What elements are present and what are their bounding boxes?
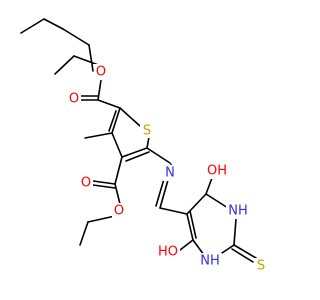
bond-c2-c3-double (108, 110, 117, 132)
bond-c5-c6 (186, 213, 194, 241)
bond-c5-c6-double (189, 210, 197, 239)
atom-o-bottom-carbonyl: O (81, 176, 91, 191)
bond-ch-c5pyr (159, 207, 188, 215)
bond-n3-c2 (233, 218, 237, 246)
bond-c4-c5-double (125, 151, 150, 162)
atom-s-thiophene: S (143, 124, 151, 139)
bond-ethyl-ch3-ch2-top (20, 18, 45, 34)
bond-c5-s (146, 136, 150, 149)
bond-o-c-top-ester (62, 28, 90, 46)
bond-ch2-ch3-bottom (79, 221, 89, 246)
bond-c2-s-thione (233, 244, 257, 259)
bond-c5-n (146, 147, 171, 164)
bond-ester-c-o-carbonyl-bottom-2 (92, 184, 116, 189)
atom-labels: O O S N O O OH NH NH S HO (67, 64, 268, 274)
bond-c2-s-ring (119, 107, 141, 127)
atom-o-top-ether: O (96, 65, 106, 80)
bond-n1-c6 (192, 239, 205, 256)
atom-o-bottom-ether: O (114, 204, 124, 219)
bond-ethyl-ch2-o-top (43, 18, 64, 30)
bond-c4-oh (205, 177, 213, 195)
skeleton-bonds (54, 55, 257, 263)
molecule-structure: O O S N O O OH NH NH S HO (20, 18, 268, 274)
bond-c2-s-thione-double (231, 248, 254, 263)
atom-s-thione: S (257, 259, 265, 274)
bond-c4-c5 (121, 147, 148, 158)
atom-ho-bottom: HO (158, 245, 178, 260)
bond-n-ch-double (155, 178, 165, 207)
bond-ester-c-o-ether-bottom (114, 183, 121, 205)
bond-ester-carbon-to-ring (88, 44, 94, 72)
bond-c4-n3 (205, 193, 229, 209)
bond-c3-methyl (84, 132, 113, 139)
atom-n-imine: N (165, 166, 175, 181)
atom-oh-top: OH (207, 164, 227, 179)
bond-ester-c-o-carbonyl-bottom (92, 180, 116, 185)
bond-ester-to-c2 (97, 99, 121, 109)
molecule-canvas: O O S N O O OH NH NH S HO (20, 18, 268, 274)
bond-c-o-ether-top (97, 79, 102, 101)
atom-nh-right: NH (228, 204, 248, 219)
atom-o-top-carbonyl: O (69, 92, 79, 107)
bond-c3-c4 (111, 132, 123, 158)
bond-o-ch2-bottom (87, 215, 116, 223)
bond-n-ch (159, 179, 169, 209)
top-ethyl-group (20, 18, 64, 34)
bond-c2-c3 (111, 107, 121, 134)
bond-c4-ester-carbon (114, 156, 123, 185)
bond-c6-oh (179, 239, 194, 251)
atom-nh-bottom: NH (200, 254, 220, 269)
top-ester-group (62, 28, 94, 72)
bond-ch2-ch3-top (54, 55, 75, 75)
